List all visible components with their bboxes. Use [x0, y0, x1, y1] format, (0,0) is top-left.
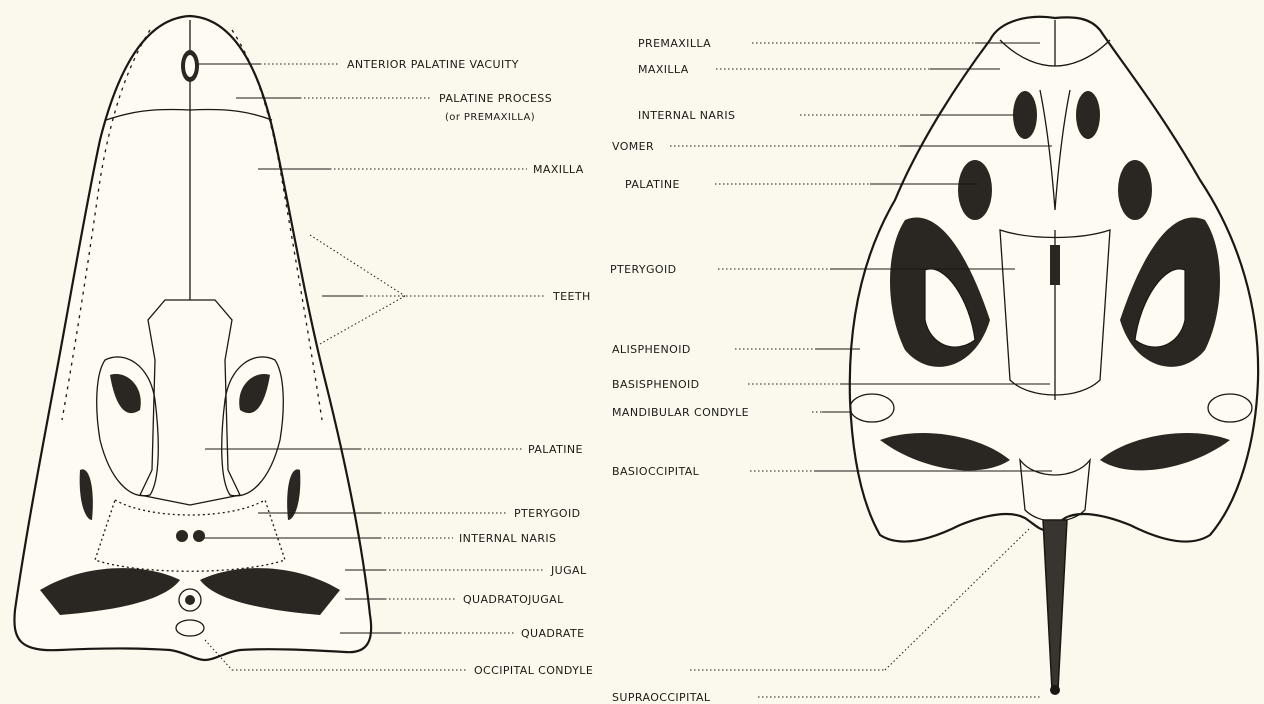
label-premaxilla: PREMAXILLA [638, 37, 711, 50]
label-quadratojugal: QUADRATOJUGAL [463, 593, 564, 606]
label-maxilla-left: MAXILLA [533, 163, 584, 176]
label-mandibular-condyle: MANDIBULAR CONDYLE [612, 406, 749, 419]
right-skull-drawing [850, 17, 1258, 695]
label-palatine-right: PALATINE [625, 178, 680, 191]
label-internal-naris-left: INTERNAL NARIS [459, 532, 556, 545]
label-basioccipital: BASIOCCIPITAL [612, 465, 700, 478]
label-occipital-condyle: OCCIPITAL CONDYLE [474, 664, 593, 677]
label-pterygoid-left: PTERYGOID [514, 507, 580, 520]
label-teeth: TEETH [552, 290, 591, 303]
label-jugal: JUGAL [550, 564, 587, 577]
label-anterior-palatine-vacuity: ANTERIOR PALATINE VACUITY [347, 58, 519, 71]
label-palatine-process-note: (or PREMAXILLA) [445, 112, 535, 123]
label-pterygoid-right: PTERYGOID [610, 263, 676, 276]
label-supraoccipital: SUPRAOCCIPITAL [612, 691, 711, 704]
label-quadrate: QUADRATE [521, 627, 584, 640]
left-skull-drawing [14, 16, 371, 660]
label-vomer: VOMER [612, 140, 654, 153]
label-basisphenoid: BASISPHENOID [612, 378, 700, 391]
label-palatine-left: PALATINE [528, 443, 583, 456]
label-maxilla-right: MAXILLA [638, 63, 689, 76]
label-internal-naris-right: INTERNAL NARIS [638, 109, 735, 122]
label-palatine-process: PALATINE PROCESS [439, 92, 552, 105]
label-alisphenoid: ALISPHENOID [612, 343, 691, 356]
